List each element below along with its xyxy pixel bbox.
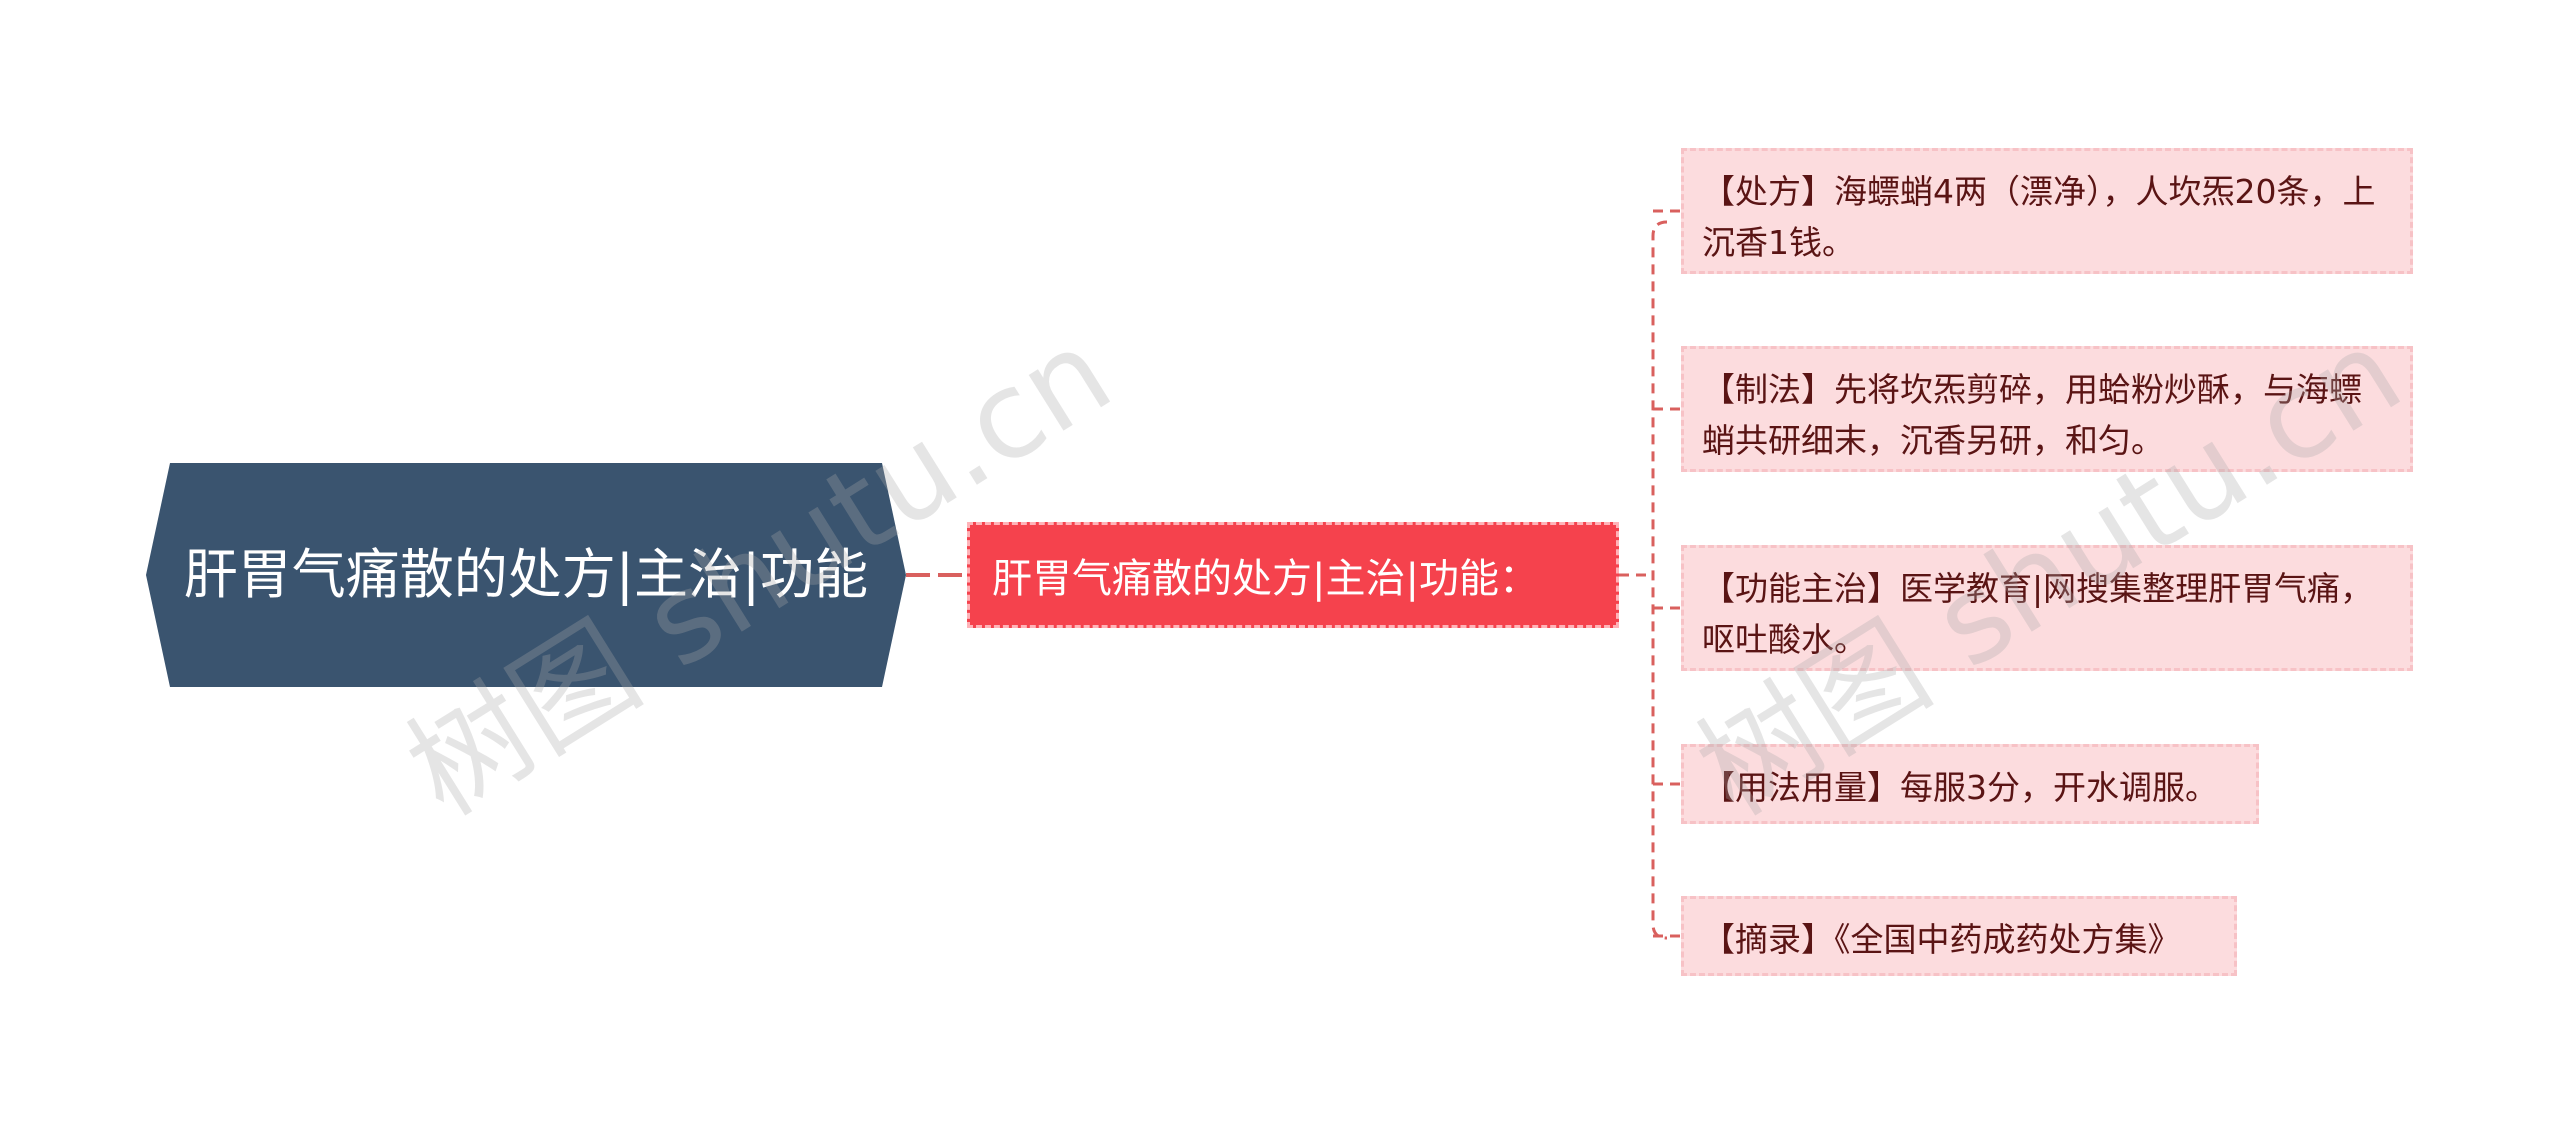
mid-node-label: 肝胃气痛散的处方|主治|功能： [992, 556, 1539, 602]
leaf-node-prescription[interactable]: 【处方】海螵蛸4两（漂净），人坎炁20条，上沉香1钱。 [1681, 148, 2413, 274]
root-node-shape [146, 463, 906, 687]
leaf-node-label: 【摘录】《全国中药成药处方集》 [1702, 920, 2181, 959]
leaf-node-indications[interactable]: 【功能主治】医学教育|网搜集整理肝胃气痛，呕吐酸水。 [1681, 545, 2413, 671]
leaf-node-dosage[interactable]: 【用法用量】每服3分，开水调服。 [1681, 744, 2259, 824]
leaf-node-source[interactable]: 【摘录】《全国中药成药处方集》 [1681, 896, 2237, 976]
branch-spine [1651, 220, 1668, 940]
leaf-node-label: 【制法】先将坎炁剪碎，用蛤粉炒酥，与海螵蛸共研细末，沉香另研，和匀。 [1702, 370, 2362, 460]
leaf-node-label: 【处方】海螵蛸4两（漂净），人坎炁20条，上沉香1钱。 [1702, 172, 2376, 262]
mid-node[interactable]: 肝胃气痛散的处方|主治|功能： [967, 522, 1619, 628]
leaf-node-label: 【功能主治】医学教育|网搜集整理肝胃气痛，呕吐酸水。 [1702, 569, 2374, 659]
root-node-label: 肝胃气痛散的处方|主治|功能 [183, 543, 869, 606]
root-node[interactable]: 肝胃气痛散的处方|主治|功能 [146, 463, 906, 687]
leaf-node-label: 【用法用量】每服3分，开水调服。 [1702, 768, 2218, 807]
leaf-node-preparation[interactable]: 【制法】先将坎炁剪碎，用蛤粉炒酥，与海螵蛸共研细末，沉香另研，和匀。 [1681, 346, 2413, 472]
